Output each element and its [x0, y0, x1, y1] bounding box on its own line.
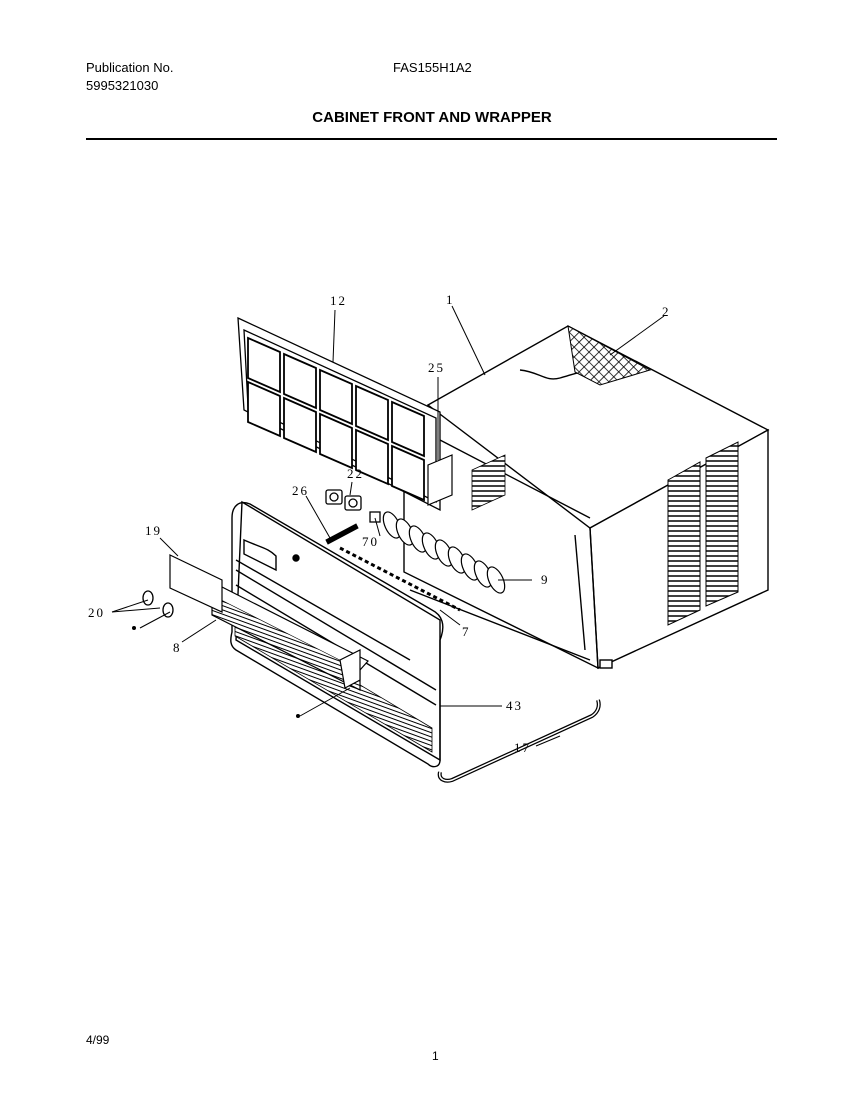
- callout-19: 19: [145, 523, 162, 538]
- callout-26: 26: [292, 483, 309, 498]
- callout-25: 25: [428, 360, 445, 375]
- callout-43: 43: [506, 698, 523, 713]
- knob-pieces: [142, 590, 174, 618]
- callout-7: 7: [462, 624, 471, 639]
- callout-20: 20: [88, 605, 105, 620]
- air-louver-assembly: [211, 585, 369, 691]
- page-number: 1: [432, 1049, 439, 1063]
- callout-70: 70: [362, 534, 379, 549]
- control-panel-strip: [325, 523, 359, 545]
- air-filter: [237, 316, 441, 512]
- control-knobs: [325, 489, 381, 523]
- header-rule: [86, 138, 777, 140]
- cabinet-wrapper: [403, 325, 770, 670]
- callout-2: 2: [662, 304, 671, 319]
- control-bracket: [427, 454, 453, 506]
- rail-strip: [339, 546, 461, 612]
- publication-label: Publication No.: [86, 60, 174, 75]
- callout-9: 9: [541, 572, 550, 587]
- page-title: CABINET FRONT AND WRAPPER: [312, 109, 552, 126]
- leader-lines: [111, 305, 665, 747]
- revision-date: 4/99: [86, 1033, 110, 1047]
- callout-22: 22: [347, 466, 364, 481]
- model-number: FAS155H1A2: [393, 60, 472, 75]
- callout-12: 12: [330, 293, 347, 308]
- publication-number: 5995321030: [86, 78, 159, 93]
- callout-labels: 12 1 2 25 22 26 70 19 9 20 7 8 43 17: [88, 292, 671, 755]
- callout-17: 17: [514, 740, 531, 755]
- callout-8: 8: [173, 640, 182, 655]
- callout-1: 1: [446, 292, 455, 307]
- screws: [132, 626, 300, 718]
- coil-fins: [382, 511, 506, 594]
- side-bracket: [169, 554, 223, 613]
